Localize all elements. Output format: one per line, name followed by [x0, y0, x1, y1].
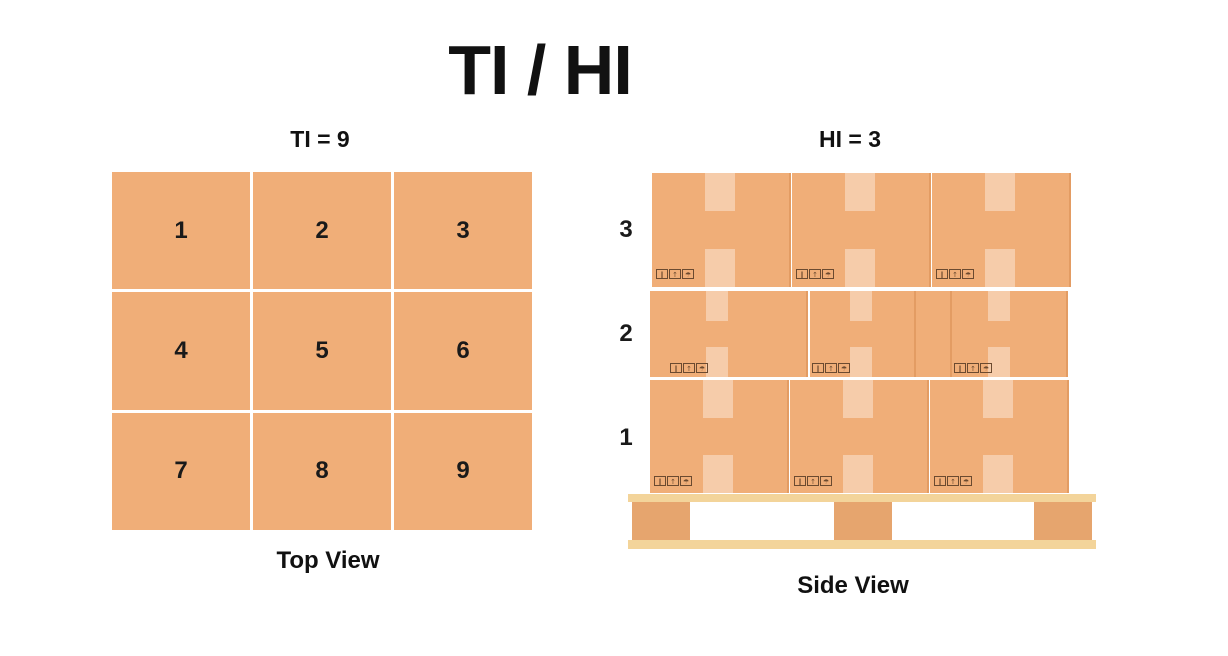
fragile-icon: ‖	[670, 363, 682, 373]
case-number: 2	[315, 216, 329, 244]
case-cell: 2	[253, 172, 391, 290]
top-view-caption: Top View	[276, 547, 380, 574]
case-number: 9	[456, 457, 470, 485]
page-title: TI / HI	[448, 31, 633, 109]
arrow-up-icon: ↑	[807, 476, 819, 486]
handling-symbols: ‖↑☂	[794, 476, 832, 486]
pallet-block	[632, 502, 690, 540]
handling-symbols: ‖↑☂	[656, 269, 694, 279]
fragile-icon: ‖	[954, 363, 966, 373]
fragile-icon: ‖	[812, 363, 824, 373]
case-cell: 6	[394, 292, 532, 410]
case-cell: 7	[112, 412, 250, 530]
fragile-icon: ‖	[794, 476, 806, 486]
arrow-up-icon: ↑	[949, 269, 961, 279]
side-view-stack: 3 2 1 ‖↑☂ ‖↑☂ ‖↑☂ ‖↑☂ ‖↑☂	[600, 170, 1110, 560]
umbrella-icon: ☂	[980, 363, 992, 373]
top-view-grid: 1 2 3 4 5 6 7 8 9	[112, 172, 532, 530]
handling-symbols: ‖↑☂	[670, 363, 708, 373]
layer-label: 3	[619, 216, 633, 243]
case-number: 3	[456, 216, 470, 244]
umbrella-icon: ☂	[820, 476, 832, 486]
arrow-up-icon: ↑	[809, 269, 821, 279]
side-view-caption: Side View	[797, 572, 909, 599]
carton-box: ‖↑☂	[810, 291, 916, 377]
carton-box: ‖↑☂	[792, 173, 931, 287]
arrow-up-icon: ↑	[947, 476, 959, 486]
carton-box	[916, 291, 952, 377]
case-number: 1	[174, 216, 188, 244]
case-number: 5	[315, 336, 329, 364]
case-cell: 4	[112, 292, 250, 410]
handling-symbols: ‖↑☂	[954, 363, 992, 373]
case-cell: 8	[253, 412, 391, 530]
handling-symbols: ‖↑☂	[812, 363, 850, 373]
arrow-up-icon: ↑	[669, 269, 681, 279]
fragile-icon: ‖	[796, 269, 808, 279]
case-number: 7	[174, 457, 188, 485]
fragile-icon: ‖	[934, 476, 946, 486]
handling-symbols: ‖↑☂	[796, 269, 834, 279]
case-number: 6	[456, 336, 470, 364]
case-cell: 1	[112, 172, 250, 290]
case-number: 4	[174, 336, 188, 364]
layer-label: 2	[619, 320, 633, 347]
carton-box: ‖↑☂	[930, 380, 1069, 493]
carton-box: ‖↑☂	[932, 173, 1071, 287]
pallet-bottom-deck	[628, 540, 1096, 549]
layer-label: 1	[619, 424, 633, 451]
carton-box: ‖↑☂	[650, 380, 789, 493]
fragile-icon: ‖	[654, 476, 666, 486]
arrow-up-icon: ↑	[667, 476, 679, 486]
handling-symbols: ‖↑☂	[934, 476, 972, 486]
fragile-icon: ‖	[936, 269, 948, 279]
umbrella-icon: ☂	[696, 363, 708, 373]
case-cell: 3	[394, 172, 532, 290]
pallet-top-deck	[628, 494, 1096, 502]
carton-box: ‖↑☂	[652, 173, 791, 287]
pallet-block	[834, 502, 892, 540]
carton-box: ‖↑☂	[650, 291, 808, 377]
ti-heading: TI = 9	[290, 126, 350, 152]
case-cell: 5	[253, 292, 391, 410]
umbrella-icon: ☂	[822, 269, 834, 279]
handling-symbols: ‖↑☂	[654, 476, 692, 486]
umbrella-icon: ☂	[960, 476, 972, 486]
arrow-up-icon: ↑	[825, 363, 837, 373]
handling-symbols: ‖↑☂	[936, 269, 974, 279]
umbrella-icon: ☂	[682, 269, 694, 279]
umbrella-icon: ☂	[680, 476, 692, 486]
arrow-up-icon: ↑	[967, 363, 979, 373]
arrow-up-icon: ↑	[683, 363, 695, 373]
hi-heading: HI = 3	[818, 126, 881, 152]
carton-box: ‖↑☂	[952, 291, 1068, 377]
umbrella-icon: ☂	[838, 363, 850, 373]
fragile-icon: ‖	[656, 269, 668, 279]
pallet-block	[1034, 502, 1092, 540]
case-cell: 9	[394, 412, 532, 530]
carton-box: ‖↑☂	[790, 380, 929, 493]
umbrella-icon: ☂	[962, 269, 974, 279]
case-number: 8	[315, 457, 329, 485]
